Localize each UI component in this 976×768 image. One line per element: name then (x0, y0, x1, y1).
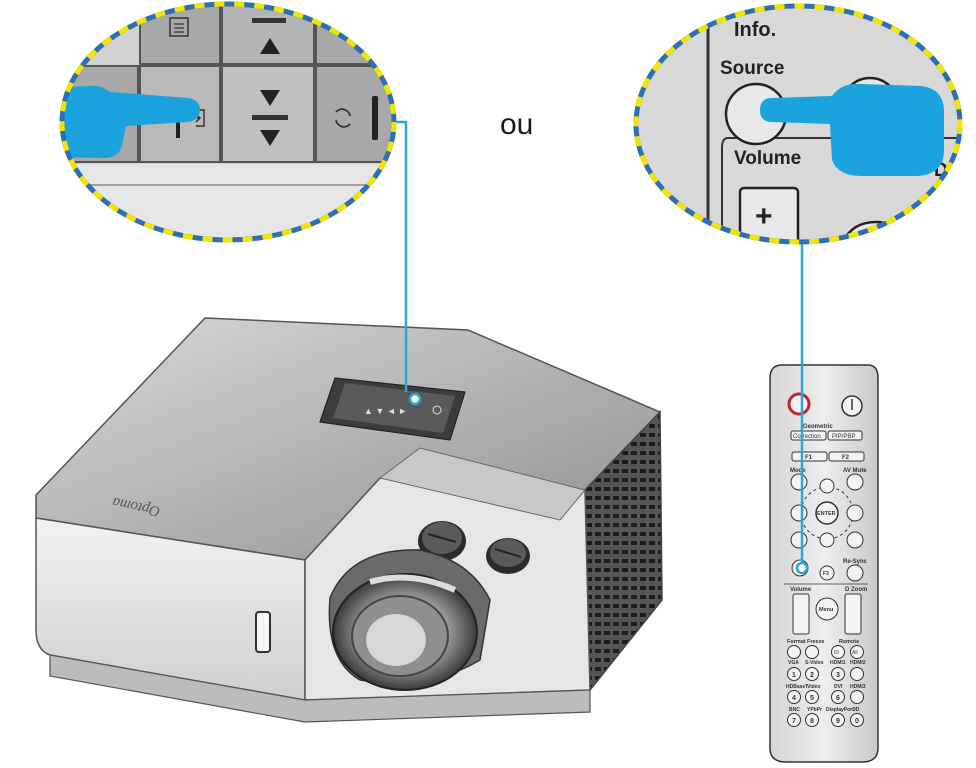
svg-text:HDMI3: HDMI3 (850, 684, 866, 690)
remote-right-button[interactable] (846, 504, 864, 522)
keypad-zoom-bubble (59, 1, 397, 243)
plus-icon: + (755, 200, 773, 233)
callout-dot-keypad (408, 392, 422, 406)
up-arrow-icon (260, 38, 280, 54)
remote-format-button[interactable] (787, 645, 801, 659)
svg-text:F1: F1 (805, 455, 813, 461)
svg-text:ID: ID (834, 650, 839, 656)
remote-correction-button[interactable] (790, 430, 827, 441)
remote-all-button[interactable] (850, 645, 864, 659)
remote-power-on-button[interactable] (787, 392, 811, 416)
volume-label: Volume (734, 148, 801, 169)
callout-dot-remote (795, 561, 809, 575)
svg-text:D Zoom: D Zoom (845, 587, 867, 593)
svg-text:5: 5 (810, 695, 814, 702)
svg-text:0: 0 (855, 718, 859, 725)
remote-id-button[interactable] (831, 645, 845, 659)
remote-volume-rocker[interactable] (792, 593, 810, 635)
lens (328, 549, 491, 691)
svg-text:YPbPr: YPbPr (807, 707, 822, 713)
svg-text:Video: Video (807, 684, 821, 690)
svg-text:Menu: Menu (819, 607, 833, 613)
projector-keypad: ▲ ▼ ◄ ► (319, 377, 466, 441)
remote-pip-button[interactable] (827, 430, 863, 441)
remote-avmute-button[interactable] (846, 473, 864, 491)
power-key-icon[interactable] (432, 405, 442, 415)
remote-enter-button[interactable] (815, 501, 839, 525)
remote-digit-buttons[interactable] (787, 667, 864, 727)
remote-info-button[interactable] (790, 531, 808, 549)
remote-mic-button[interactable] (846, 531, 864, 549)
updown-key-zoom[interactable] (221, 65, 315, 163)
svg-text:HDMI2: HDMI2 (850, 660, 866, 666)
svg-text:ENTER: ENTER (817, 511, 836, 517)
svg-text:3: 3 (836, 672, 840, 679)
remote-avmute-label: AV Mute (843, 468, 867, 474)
remote-menu-button[interactable] (815, 597, 839, 621)
pointing-hand-icon (760, 83, 944, 176)
svg-text:BNC: BNC (789, 707, 800, 713)
svg-text:DisplayPort: DisplayPort (826, 707, 854, 713)
svg-text:6: 6 (836, 695, 840, 702)
resync-icon (335, 108, 351, 128)
focus-knob[interactable] (418, 521, 466, 561)
ir-window (255, 611, 271, 653)
keypad-arrows: ▲ ▼ ◄ ► (364, 406, 407, 416)
remote-resync-button[interactable] (846, 564, 864, 582)
svg-text:PIP/PBP: PIP/PBP (832, 434, 855, 440)
svg-text:S-Video: S-Video (805, 660, 824, 666)
remote-up-button[interactable] (819, 478, 835, 494)
resync-key-zoom[interactable] (315, 65, 396, 163)
svg-text:HDMI1: HDMI1 (830, 660, 846, 666)
pointing-hand-icon (62, 85, 200, 158)
info-label: Info. (734, 19, 776, 41)
remote-mode-label: Mode (790, 468, 806, 474)
remote-number-pad: VGA S-Video HDMI1 HDMI2 HDBaseT Video DV… (786, 660, 866, 713)
svg-text:All: All (852, 650, 858, 656)
svg-text:Correction: Correction (793, 434, 821, 440)
svg-text:Format: Format (787, 639, 806, 645)
down-arrow-icon (260, 90, 280, 106)
svg-text:4: 4 (792, 695, 796, 702)
zoom-knob[interactable] (486, 538, 530, 574)
svg-text:F3: F3 (823, 571, 829, 577)
svg-text:DVI: DVI (834, 684, 843, 690)
remote-mode-button[interactable] (790, 473, 808, 491)
svg-text:8: 8 (810, 718, 814, 725)
separator-word: ou (500, 108, 534, 141)
svg-text:3D: 3D (853, 707, 860, 713)
remote-dzoom-rocker[interactable] (844, 593, 862, 635)
svg-text:Volume: Volume (790, 587, 812, 593)
svg-text:9: 9 (836, 718, 840, 725)
remote-left-button[interactable] (790, 504, 808, 522)
svg-text:1: 1 (792, 672, 796, 679)
svg-text:HDBaseT: HDBaseT (786, 684, 808, 690)
svg-text:2: 2 (810, 672, 814, 679)
svg-text:VGA: VGA (788, 660, 799, 666)
svg-text:Freeze: Freeze (807, 639, 824, 645)
svg-text:7: 7 (792, 718, 796, 725)
svg-text:F2: F2 (842, 455, 850, 461)
remote-f2-button[interactable] (828, 451, 865, 462)
remote-control: Geometric Correction PIP/PBP F1 F2 Mode … (769, 364, 879, 763)
remote-geometric-label: Geometric (803, 424, 833, 430)
svg-text:Re-Sync: Re-Sync (843, 559, 868, 565)
menu-icon (169, 17, 189, 37)
remote-f3-button[interactable] (819, 565, 835, 581)
remote-zoom-bubble: Info. Source Volume + D (633, 3, 963, 245)
remote-freeze-button[interactable] (805, 645, 819, 659)
source-label: Source (720, 58, 784, 79)
projector: Optoma ▲ ▼ ◄ ► (35, 317, 663, 723)
remote-down-button[interactable] (819, 532, 835, 548)
svg-text:Remote: Remote (839, 639, 859, 645)
